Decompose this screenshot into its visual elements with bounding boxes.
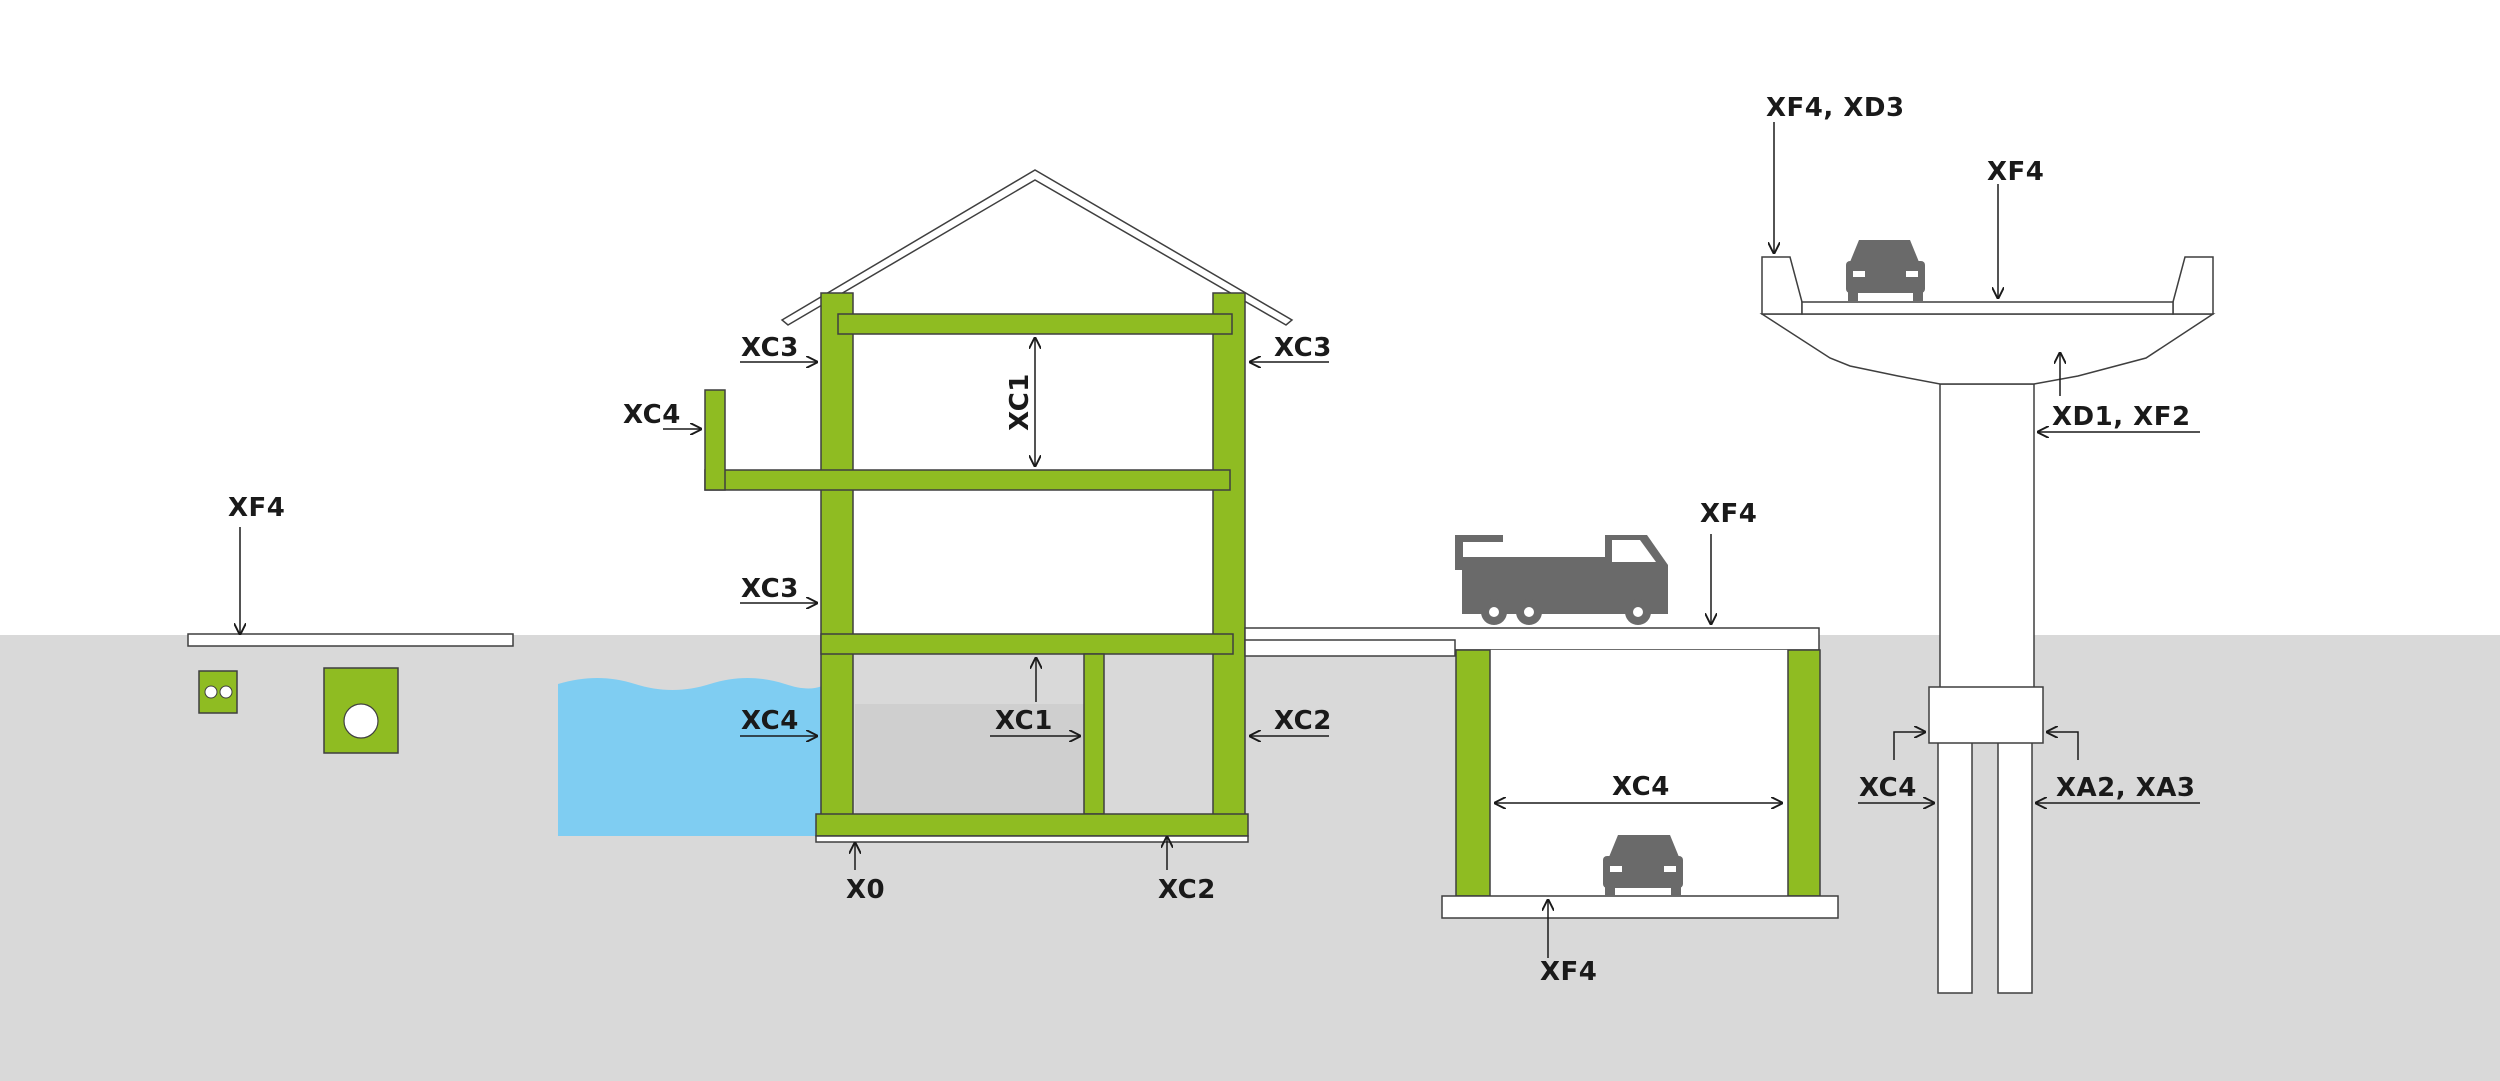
label-house-foundation: XC2 [1158, 875, 1216, 905]
label-balcony: XC4 [623, 400, 681, 430]
garage-wall-right [1787, 649, 1821, 897]
wall-right [1212, 292, 1246, 816]
label-house-roof-left: XC3 [741, 333, 799, 363]
car-icon [1603, 835, 1683, 896]
pipe-icon [323, 667, 399, 754]
parapet-right [2172, 256, 2214, 315]
house [704, 169, 1294, 843]
pipe-icon [198, 670, 238, 714]
roof [780, 169, 1294, 326]
floor-middle [704, 469, 1231, 491]
water-area [558, 678, 822, 836]
column-inner [1083, 653, 1105, 815]
label-house-interior-lower: XC1 [995, 706, 1053, 736]
label-house-roof-right: XC3 [1274, 333, 1332, 363]
label-bridge-deck: XF4 [1987, 157, 2044, 187]
truck-icon [1455, 535, 1668, 625]
label-bridge-parapet: XF4, XD3 [1766, 93, 1905, 123]
bridge-deck [1759, 313, 2216, 385]
label-garage-inside: XC4 [1612, 772, 1670, 802]
ground-slab [187, 633, 514, 647]
label-slab-top: XF4 [228, 493, 285, 523]
garage [1244, 627, 1839, 919]
foundation-base [815, 835, 1249, 843]
label-garage-floor: XF4 [1540, 957, 1597, 987]
pier-leg-left [1937, 734, 1973, 994]
beam-top [837, 313, 1233, 335]
label-house-water-wall: XC4 [741, 706, 799, 736]
label-house-wall-right: XC2 [1274, 706, 1332, 736]
parapet-left [1761, 256, 1803, 315]
label-pier-ground: XA2, XA3 [2056, 773, 2195, 803]
deck-connector [1244, 639, 1456, 657]
pier-column [1939, 383, 2035, 689]
wall-left [820, 292, 854, 816]
label-house-wall-left: XC3 [741, 574, 799, 604]
garage-floor [1441, 895, 1839, 919]
balcony-parapet [704, 389, 726, 491]
label-bridge-underside: XD1, XF2 [2052, 402, 2191, 432]
bridge [1759, 256, 2216, 994]
car-icon [1846, 240, 1925, 301]
road-surface [1801, 301, 2174, 315]
label-deck-top: XF4 [1700, 499, 1757, 529]
ground-slab-group: XF4 [187, 493, 514, 754]
label-house-floor-inside: X0 [846, 875, 885, 905]
garage-wall-left [1455, 649, 1491, 897]
label-house-interior-upper: XC1 [1005, 373, 1035, 431]
foundation [815, 813, 1249, 837]
lower-room-shade [855, 704, 1087, 814]
pier-cap [1928, 686, 2044, 744]
floor-lower [820, 633, 1234, 655]
ground [0, 635, 2500, 1081]
label-pier-splash: XC4 [1859, 773, 1917, 803]
pier-leg-right [1997, 734, 2033, 994]
